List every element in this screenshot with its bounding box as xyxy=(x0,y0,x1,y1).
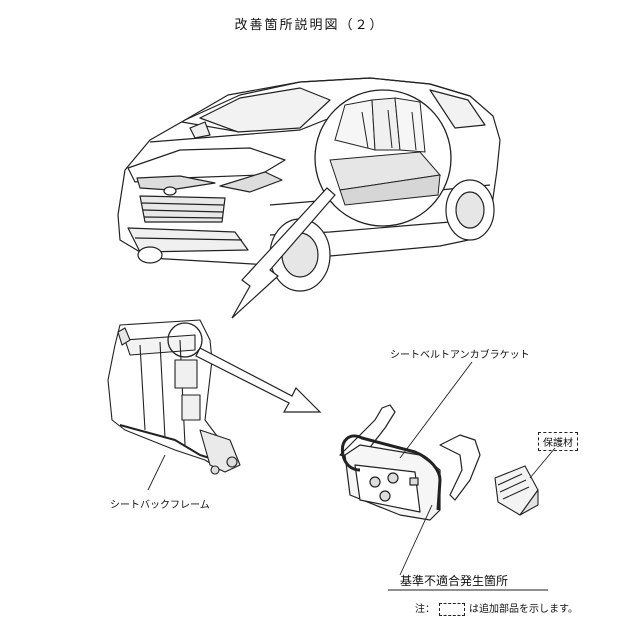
footnote: 注： は追加部品を示します。 xyxy=(415,600,578,616)
arrow-car-to-frame xyxy=(231,187,336,319)
seatback-frame-illustration xyxy=(107,319,241,475)
footnote-prefix: 注： xyxy=(415,604,435,615)
frame-detail-circle xyxy=(167,322,203,358)
protective-leader-line xyxy=(529,447,556,479)
bracket-leader-line xyxy=(399,361,473,459)
dashed-box-legend-icon xyxy=(439,602,465,616)
arrow-frame-to-bracket xyxy=(195,347,322,413)
footnote-suffix: は追加部品を示します。 xyxy=(469,604,578,615)
bracket-illustration xyxy=(339,404,481,521)
page-title: 改善箇所説明図（２） xyxy=(234,18,385,33)
protective-material-label: 保護材 xyxy=(538,432,578,451)
seatback-frame-label: シートバックフレーム xyxy=(110,500,210,511)
frame-leader-line xyxy=(147,454,166,491)
seatbelt-bracket-label: シートベルトアンカブラケット xyxy=(390,350,530,361)
rear-seat-callout xyxy=(314,89,452,227)
nonconformity-location-label: 基準不適合発生箇所 xyxy=(400,574,509,588)
protective-material-illustration xyxy=(494,465,539,516)
nonconformity-leader-line xyxy=(399,504,433,576)
